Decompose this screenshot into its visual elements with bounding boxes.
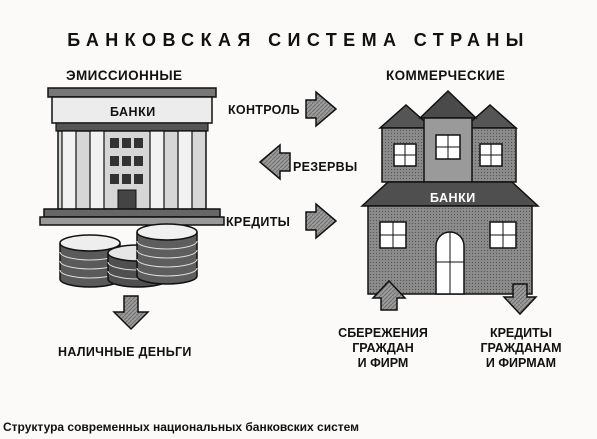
arrow-loans-down xyxy=(502,283,538,316)
coin-stacks xyxy=(59,223,198,288)
commercial-bank-label: БАНКИ xyxy=(428,191,478,205)
arrow-savings-up xyxy=(371,279,407,311)
label-reserves: РЕЗЕРВЫ xyxy=(293,160,358,174)
diagram-title: БАНКОВСКАЯ СИСТЕМА СТРАНЫ xyxy=(67,30,530,50)
label-credits: КРЕДИТЫ xyxy=(226,215,291,229)
loans-line-2: ГРАЖДАНАМ xyxy=(480,341,562,355)
label-cash: НАЛИЧНЫЕ ДЕНЬГИ xyxy=(58,345,192,359)
central-bank-building xyxy=(39,87,225,226)
loans-line-3: И ФИРМАМ xyxy=(485,356,557,370)
label-control: КОНТРОЛЬ xyxy=(228,103,300,117)
arrow-reserves xyxy=(258,143,291,181)
savings-line-2: ГРАЖДАН xyxy=(352,341,414,355)
emission-banks-header: ЭМИССИОННЫЕ xyxy=(66,68,183,83)
commercial-banks-header: КОММЕРЧЕСКИЕ xyxy=(386,68,506,83)
savings-line-3: И ФИРМ xyxy=(357,356,409,370)
central-bank-label: БАНКИ xyxy=(110,105,156,119)
label-loans: КРЕДИТЫ ГРАЖДАНАМ И ФИРМАМ xyxy=(466,326,576,371)
arrow-to-cash xyxy=(112,295,150,331)
arrow-credits xyxy=(305,202,338,240)
label-savings: СБЕРЕЖЕНИЯ ГРАЖДАН И ФИРМ xyxy=(323,326,443,371)
savings-line-1: СБЕРЕЖЕНИЯ xyxy=(338,326,428,340)
loans-line-1: КРЕДИТЫ xyxy=(489,326,553,340)
figure-caption: Структура современных национальных банко… xyxy=(3,420,360,434)
arrow-control xyxy=(305,90,338,128)
